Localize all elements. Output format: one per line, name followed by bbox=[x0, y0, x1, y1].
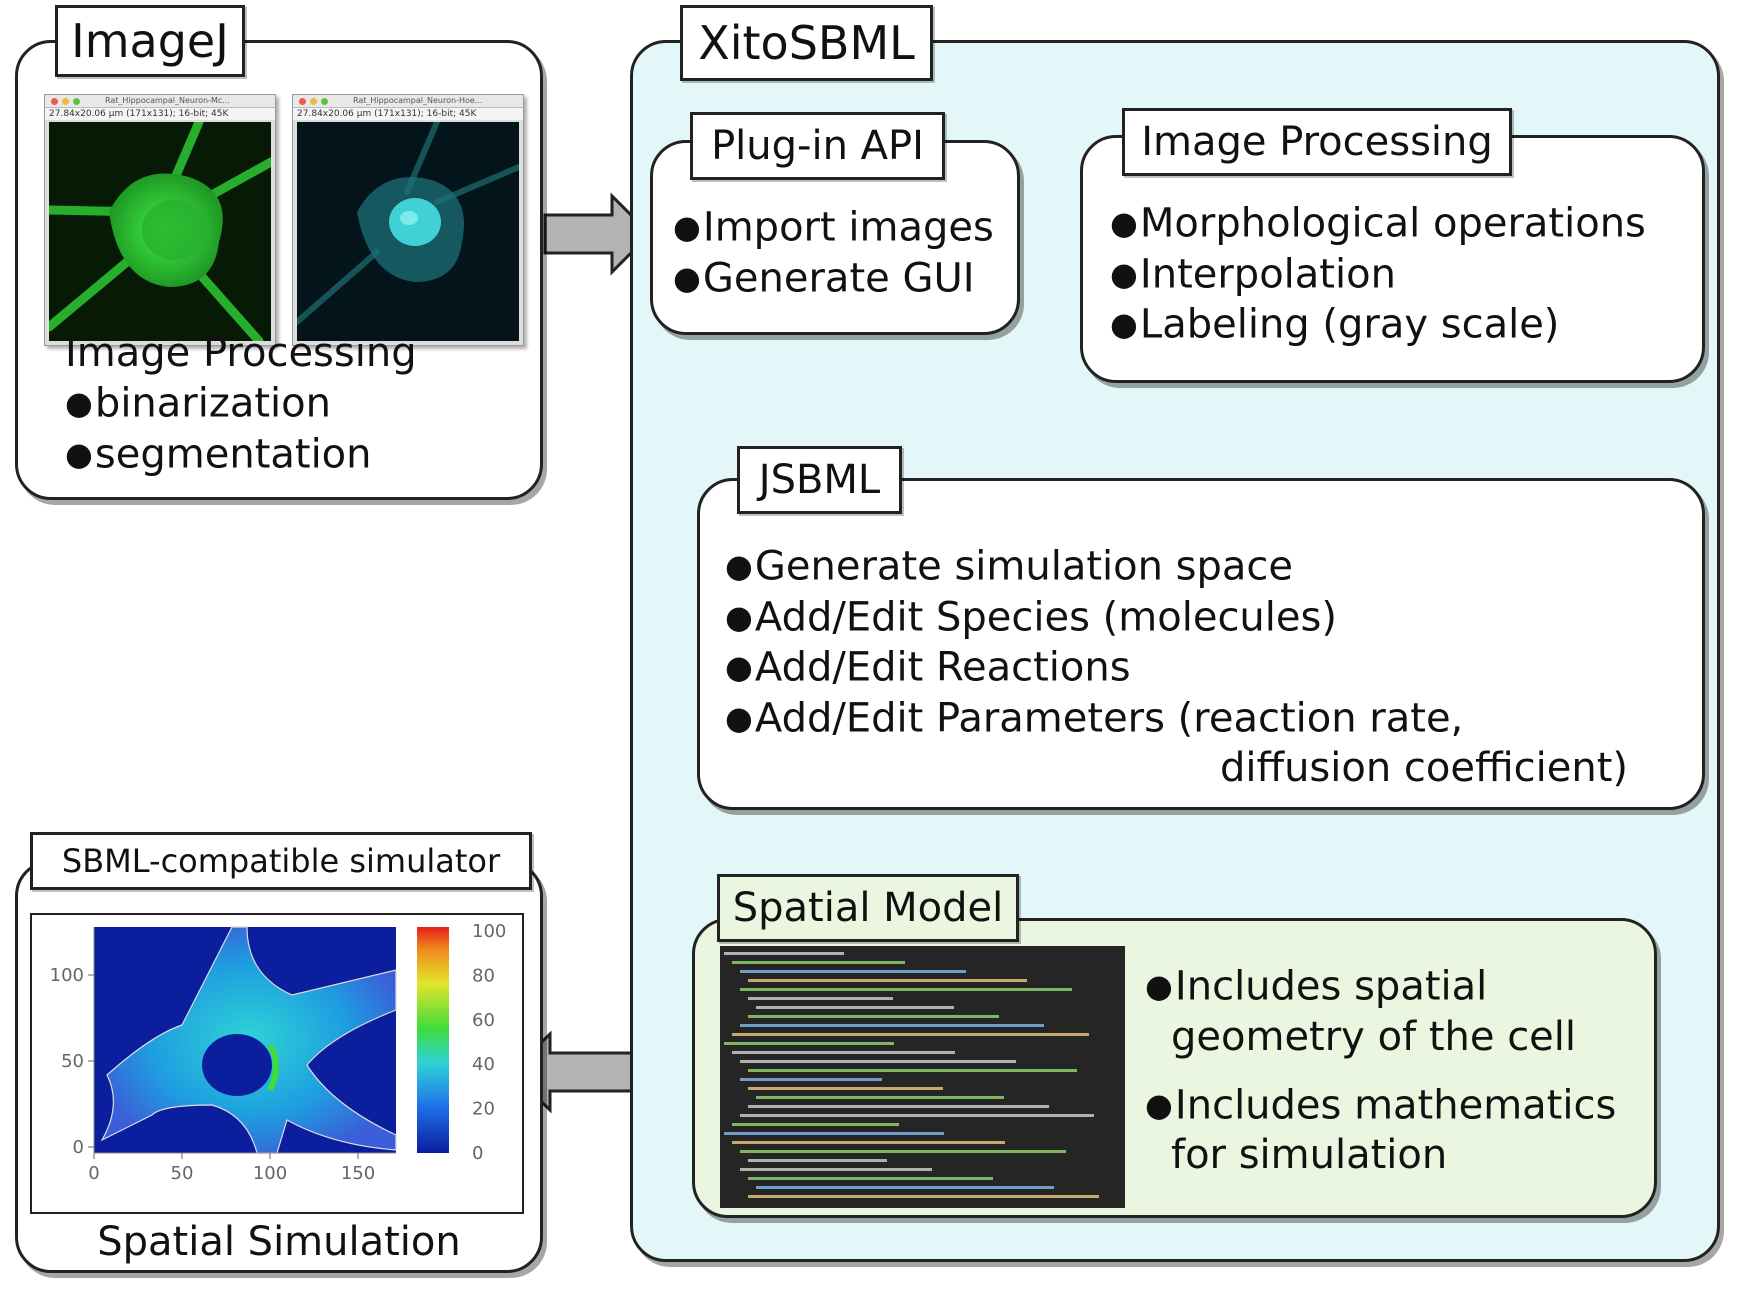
imagej-bullets: binarization segmentation bbox=[65, 378, 372, 479]
code-line bbox=[748, 1177, 993, 1180]
code-line bbox=[724, 1042, 894, 1045]
code-line bbox=[740, 970, 966, 973]
imagej-heading: Image Processing bbox=[65, 330, 417, 376]
simulator-title: SBML-compatible simulator bbox=[30, 832, 532, 890]
mathematics-line1: Includes mathematics bbox=[1174, 1082, 1617, 1129]
code-line bbox=[756, 1096, 1004, 1099]
imagej-box: Rat_Hippocampal_Neuron-Mc... 27.84x20.06… bbox=[15, 40, 543, 500]
imagej-title: ImageJ bbox=[55, 5, 245, 77]
colorbar-tick-label: 100 bbox=[472, 921, 506, 942]
colorbar-tick-label: 60 bbox=[472, 1010, 495, 1031]
code-line bbox=[748, 1069, 1077, 1072]
bullet-species: Add/Edit Species (molecules) bbox=[725, 592, 1463, 643]
simulator-box: 100 50 0 0 50 100 150 100 80 60 40 20 0 Spatial Si… bbox=[15, 860, 543, 1273]
code-line bbox=[756, 1186, 1054, 1189]
code-line bbox=[740, 1078, 882, 1081]
jsbml-box: Generate simulation space Add/Edit Speci… bbox=[697, 478, 1705, 810]
neuron-image-cyan bbox=[294, 119, 522, 341]
window-info: 27.84x20.06 µm (171x131); 16-bit; 45K bbox=[45, 108, 275, 120]
mathematics-line2: for simulation bbox=[1171, 1132, 1448, 1179]
code-lines bbox=[724, 952, 1099, 1198]
code-line bbox=[748, 1105, 1049, 1108]
bullet-labeling: Labeling (gray scale) bbox=[1110, 299, 1646, 350]
code-line bbox=[756, 1006, 954, 1009]
xitosbml-title: XitoSBML bbox=[680, 5, 933, 81]
code-line bbox=[740, 988, 1072, 991]
code-line bbox=[732, 961, 905, 964]
code-line bbox=[748, 1015, 999, 1018]
simulation-plot: 100 50 0 0 50 100 150 100 80 60 40 20 0 bbox=[30, 913, 524, 1214]
simulator-caption: Spatial Simulation bbox=[97, 1219, 461, 1265]
colorbar-tick-label: 0 bbox=[472, 1143, 483, 1164]
code-line bbox=[724, 1132, 944, 1135]
code-line bbox=[732, 1051, 955, 1054]
window-title: Rat_Hippocampal_Neuron-Hoe... bbox=[353, 96, 483, 105]
code-line bbox=[748, 1195, 1099, 1198]
neuron-window-green: Rat_Hippocampal_Neuron-Mc... 27.84x20.06… bbox=[44, 94, 276, 346]
window-title: Rat_Hippocampal_Neuron-Mc... bbox=[105, 96, 230, 105]
colorbar-ticks: 100 80 60 40 20 0 bbox=[472, 921, 506, 1164]
bullet-generate-space: Generate simulation space bbox=[725, 541, 1463, 592]
spatial-geometry-line1: Includes spatial bbox=[1174, 963, 1488, 1010]
code-line bbox=[740, 1114, 1094, 1117]
x-tick-label: 0 bbox=[88, 1163, 99, 1184]
code-line bbox=[740, 1168, 932, 1171]
colorbar bbox=[417, 927, 449, 1153]
plugin-api-title: Plug-in API bbox=[690, 112, 945, 180]
sim-nucleus bbox=[202, 1034, 272, 1096]
code-line bbox=[732, 1033, 1089, 1036]
jsbml-bullets: Generate simulation space Add/Edit Speci… bbox=[725, 541, 1463, 743]
colorbar-tick-label: 80 bbox=[472, 965, 495, 986]
image-processing-bullets: Morphological operations Interpolation L… bbox=[1110, 198, 1646, 350]
colorbar-tick-label: 40 bbox=[472, 1054, 495, 1075]
bullet-morphological: Morphological operations bbox=[1110, 198, 1646, 249]
parameters-continuation: diffusion coefficient) bbox=[1220, 745, 1629, 791]
code-line bbox=[724, 952, 844, 955]
y-tick-label: 50 bbox=[61, 1051, 84, 1072]
image-processing-box: Morphological operations Interpolation L… bbox=[1080, 135, 1705, 383]
code-line bbox=[748, 979, 1027, 982]
neuron-image-green bbox=[44, 117, 276, 346]
plugin-api-bullets: Import images Generate GUI bbox=[673, 202, 994, 303]
x-ticks: 0 50 100 150 bbox=[88, 1153, 375, 1184]
code-line bbox=[748, 997, 893, 1000]
image-processing-title: Image Processing bbox=[1122, 108, 1512, 176]
sbml-code-listing bbox=[720, 946, 1125, 1208]
x-tick-label: 150 bbox=[341, 1163, 375, 1184]
bullet-import-images: Import images bbox=[673, 202, 994, 253]
x-tick-label: 100 bbox=[253, 1163, 287, 1184]
bullet-binarization: binarization bbox=[65, 378, 372, 429]
bullet-segmentation: segmentation bbox=[65, 429, 372, 480]
y-ticks: 100 50 0 bbox=[50, 965, 94, 1158]
spatial-model-title: Spatial Model bbox=[717, 874, 1019, 942]
y-tick-label: 100 bbox=[50, 965, 84, 986]
code-line bbox=[732, 1123, 899, 1126]
spatial-geometry-line2: geometry of the cell bbox=[1171, 1013, 1577, 1060]
code-line bbox=[748, 1087, 943, 1090]
code-line bbox=[740, 1024, 1044, 1027]
bullet-reactions: Add/Edit Reactions bbox=[725, 642, 1463, 693]
y-tick-label: 0 bbox=[73, 1137, 84, 1158]
bullet-generate-gui: Generate GUI bbox=[673, 253, 994, 304]
code-line bbox=[732, 1141, 1005, 1144]
colorbar-tick-label: 20 bbox=[472, 1099, 495, 1120]
x-tick-label: 50 bbox=[171, 1163, 194, 1184]
code-line bbox=[740, 1150, 1066, 1153]
bullet-parameters: Add/Edit Parameters (reaction rate, bbox=[725, 693, 1463, 744]
code-line bbox=[740, 1060, 1016, 1063]
neuron-window-cyan: Rat_Hippocampal_Neuron-Hoe... 27.84x20.0… bbox=[292, 94, 524, 346]
window-info: 27.84x20.06 µm (171x131); 16-bit; 45K bbox=[293, 108, 523, 120]
bullet-interpolation: Interpolation bbox=[1110, 249, 1646, 300]
code-line bbox=[748, 1159, 887, 1162]
jsbml-title: JSBML bbox=[737, 446, 902, 514]
